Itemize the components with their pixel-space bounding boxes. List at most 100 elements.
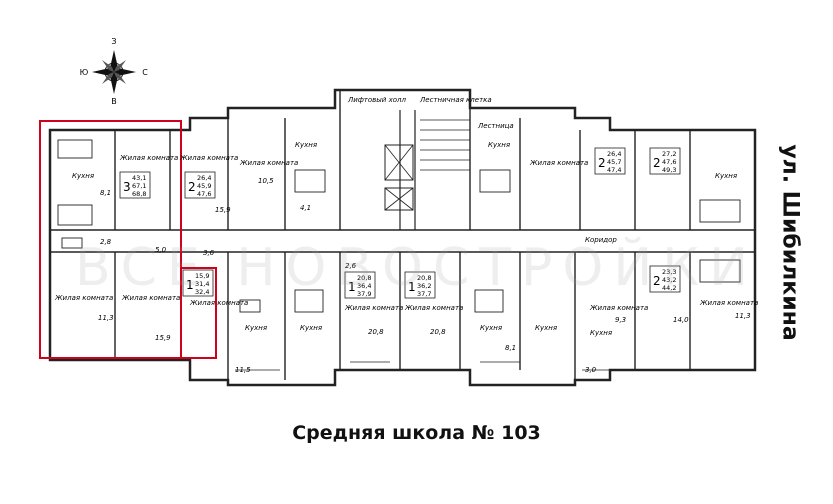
- lift-hall-label: Лифтовый холл: [347, 96, 406, 104]
- dimension-label: 9,3: [615, 316, 626, 324]
- dimension-label: 3,0: [585, 366, 597, 374]
- kitchen-label-1: Кухня: [72, 172, 94, 180]
- apartment-area-value: 32,4: [195, 288, 209, 296]
- stairs-label: Лестница: [477, 122, 514, 130]
- dimension-label: 2,6: [345, 262, 357, 270]
- living-label-7: Жилая комната: [344, 304, 403, 312]
- dimension-label: 4,1: [300, 204, 311, 212]
- apartment-area-value: 49,3: [662, 166, 676, 174]
- apartment-tag: 120,836,437,9: [344, 271, 376, 299]
- apartment-tag: 223,343,244,2: [649, 265, 681, 293]
- apartment-tag: 115,931,432,4: [182, 269, 214, 297]
- compass-north-label: З: [111, 37, 116, 46]
- apartment-area-value: 15,9: [195, 272, 209, 280]
- apartment-tag-box: [182, 269, 214, 297]
- school-label: Средняя школа № 103: [292, 422, 541, 444]
- apartment-room-count: 1: [186, 278, 194, 292]
- apartment-area-value: 45,9: [197, 182, 211, 190]
- compass-east-label: С: [142, 68, 148, 77]
- apartment-area-value: 43,1: [132, 174, 146, 182]
- compass-rose: [92, 50, 136, 94]
- highlighted-apartment-outline: [39, 120, 182, 359]
- watermark: ВСЕ НОВОСТРОЙКИ: [74, 238, 759, 298]
- living-label-11: Жилая комната: [189, 299, 248, 307]
- apartment-tag-box: [184, 171, 216, 199]
- apartment-tag: 226,445,947,6: [184, 171, 216, 199]
- kitchen-label-3: Кухня: [300, 324, 322, 332]
- street-label: ул. Шибилкина: [770, 144, 810, 350]
- kitchen-label-5: Кухня: [535, 324, 557, 332]
- apartment-area-value: 27,2: [662, 150, 676, 158]
- dimension-label: 20,8: [430, 328, 446, 336]
- apartment-area-value: 31,4: [195, 280, 209, 288]
- apartment-room-count: 1: [408, 280, 416, 294]
- apartment-tag: 343,167,168,8: [119, 171, 151, 199]
- apartment-area-value: 20,8: [357, 274, 371, 282]
- corridor-label: Коридор: [585, 236, 617, 244]
- apartment-tag: 120,836,237,7: [404, 271, 436, 299]
- apartment-area-value: 43,2: [662, 276, 676, 284]
- dimension-label: 2,8: [100, 238, 112, 246]
- living-label-1: Жилая комната: [54, 294, 113, 302]
- apartment-area-value: 36,2: [417, 282, 431, 290]
- apartment-area-value: 47,4: [607, 166, 621, 174]
- living-label-8: Жилая комната: [404, 304, 463, 312]
- kitchen-label-4: Кухня: [480, 324, 502, 332]
- living-label-6: Жилая комната: [529, 159, 588, 167]
- dimension-label: 8,1: [505, 344, 516, 352]
- building-walls: [48, 88, 757, 387]
- highlighted-apartment-extension: [180, 267, 217, 359]
- compass-south-label: В: [111, 97, 117, 106]
- apartment-area-value: 26,4: [197, 174, 211, 182]
- dimension-label: 15,9: [215, 206, 231, 214]
- apartment-tag-box: [344, 271, 376, 299]
- kitchen-label-9: Кухня: [488, 141, 510, 149]
- apartment-tag-box: [649, 147, 681, 175]
- kitchen-label-2: Кухня: [245, 324, 267, 332]
- kitchen-label-6: Кухня: [590, 329, 612, 337]
- apartment-room-count: 2: [653, 274, 661, 288]
- dimension-label: 11,3: [98, 314, 114, 322]
- apartment-area-value: 36,4: [357, 282, 371, 290]
- apartment-room-count: 1: [348, 280, 356, 294]
- dimension-label: 5,0: [155, 246, 167, 254]
- living-label-9: Жилая комната: [589, 304, 648, 312]
- street-label-text: ул. Шибилкина: [777, 144, 803, 341]
- apartment-room-count: 2: [598, 156, 606, 170]
- apartment-room-count: 3: [123, 180, 131, 194]
- apartment-tag: 227,247,649,3: [649, 147, 681, 175]
- stairwell-label: Лестничная клетка: [419, 96, 492, 104]
- compass-west-label: Ю: [80, 68, 89, 77]
- dimension-label: 3,6: [203, 249, 215, 257]
- dimension-label: 20,8: [368, 328, 384, 336]
- living-label-2: Жилая комната: [121, 294, 180, 302]
- living-label-3: Жилая комната: [119, 154, 178, 162]
- apartment-area-value: 20,8: [417, 274, 431, 282]
- apartment-area-value: 44,2: [662, 284, 676, 292]
- dimension-label: 11,5: [235, 366, 251, 374]
- apartment-area-value: 26,4: [607, 150, 621, 158]
- apartment-tag-box: [119, 171, 151, 199]
- dimension-label: 15,9: [155, 334, 171, 342]
- apartment-area-value: 47,6: [197, 190, 211, 198]
- apartment-area-value: 37,7: [417, 290, 431, 298]
- dimension-label: 10,5: [258, 177, 274, 185]
- area-dimension-labels: 8,1 11,3 15,9 5,0 2,8 3,6 10,5 4,1 15,9 20,8 20,8 8…: [98, 177, 751, 374]
- apartment-area-value: 67,1: [132, 182, 146, 190]
- dimension-label: 14,0: [673, 316, 689, 324]
- apartment-tag: 226,445,747,4: [594, 147, 626, 175]
- living-label-4: Жилая комната: [179, 154, 238, 162]
- dimension-label: 8,1: [100, 189, 111, 197]
- apartment-room-count: 2: [653, 156, 661, 170]
- apartment-tag-box: [404, 271, 436, 299]
- kitchen-label-7: Кухня: [715, 172, 737, 180]
- apartment-area-value: 68,8: [132, 190, 146, 198]
- apartment-area-value: 47,6: [662, 158, 676, 166]
- kitchen-label-8: Кухня: [295, 141, 317, 149]
- dimension-label: 11,3: [735, 312, 751, 320]
- apartment-tag-box: [649, 265, 681, 293]
- apartment-area-value: 23,3: [662, 268, 676, 276]
